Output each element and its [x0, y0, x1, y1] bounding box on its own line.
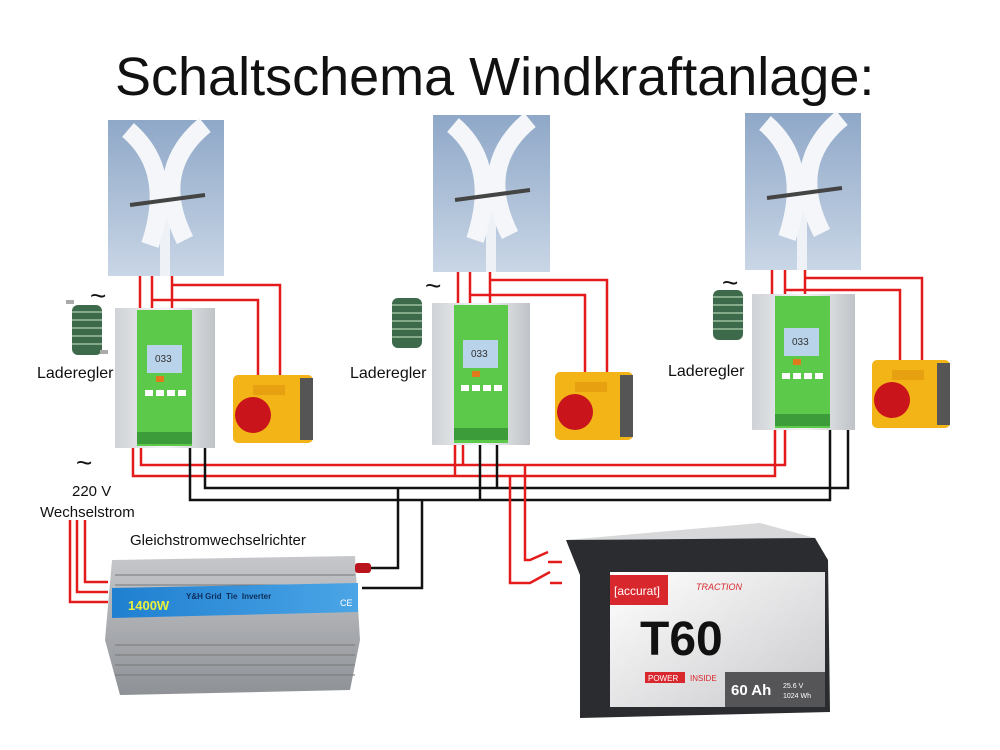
ac-voltage-label: 220 V: [72, 483, 111, 500]
page-title: Schaltschema Windkraftanlage:: [115, 47, 874, 107]
battery-inside-label: INSIDE: [690, 674, 717, 683]
lcd-readout: 033: [471, 349, 488, 360]
battery-energy: 1024 Wh: [783, 693, 811, 700]
ac-tilde-symbol: ~: [76, 447, 92, 478]
charge-controller-2: 033: [432, 303, 530, 445]
emergency-stop-2[interactable]: [555, 372, 633, 440]
battery-capacity: 60 Ah: [731, 682, 771, 699]
wind-turbine-2: [433, 113, 550, 272]
battery-voltage: 25.6 V: [783, 683, 804, 690]
tilde-symbol: ~: [425, 270, 441, 301]
turbine-wires: [138, 270, 924, 378]
inverter-label: Gleichstromwechselrichter: [130, 532, 306, 549]
tilde-symbol: ~: [722, 267, 738, 298]
lcd-readout: 033: [792, 337, 809, 348]
ce-mark: CE: [340, 598, 353, 608]
controller-label: Laderegler: [37, 365, 114, 382]
wind-turbine-1: [108, 118, 224, 276]
lcd-readout: 033: [155, 354, 172, 365]
ac-label: Wechselstrom: [40, 504, 135, 521]
dump-load-resistor-1: [66, 300, 108, 355]
controller-label: Laderegler: [350, 365, 427, 382]
dump-load-resistor-2: [392, 298, 422, 348]
wind-turbine-3: [745, 111, 861, 270]
inverter-brand: Y&H Grid Tie Inverter: [186, 592, 271, 601]
controller-label: Laderegler: [668, 363, 745, 380]
inverter-power: 1400W: [128, 598, 170, 613]
emergency-stop-1[interactable]: [233, 375, 313, 443]
battery-brand: [accurat]: [614, 584, 660, 598]
charge-controller-1: 033: [115, 308, 215, 448]
battery-power-label: POWER: [648, 674, 678, 683]
battery-series: TRACTION: [696, 582, 742, 592]
battery-model: T60: [640, 613, 723, 666]
emergency-stop-3[interactable]: [872, 360, 950, 428]
grid-tie-inverter: 1400W Y&H Grid Tie Inverter CE: [105, 556, 371, 695]
charge-controller-3: 033: [752, 294, 855, 430]
battery: [accurat] TRACTION T60 POWER INSIDE 60 A…: [566, 523, 830, 718]
bus-wires: [68, 428, 850, 604]
dump-load-resistor-3: [713, 290, 743, 340]
tilde-symbol: ~: [90, 280, 106, 311]
